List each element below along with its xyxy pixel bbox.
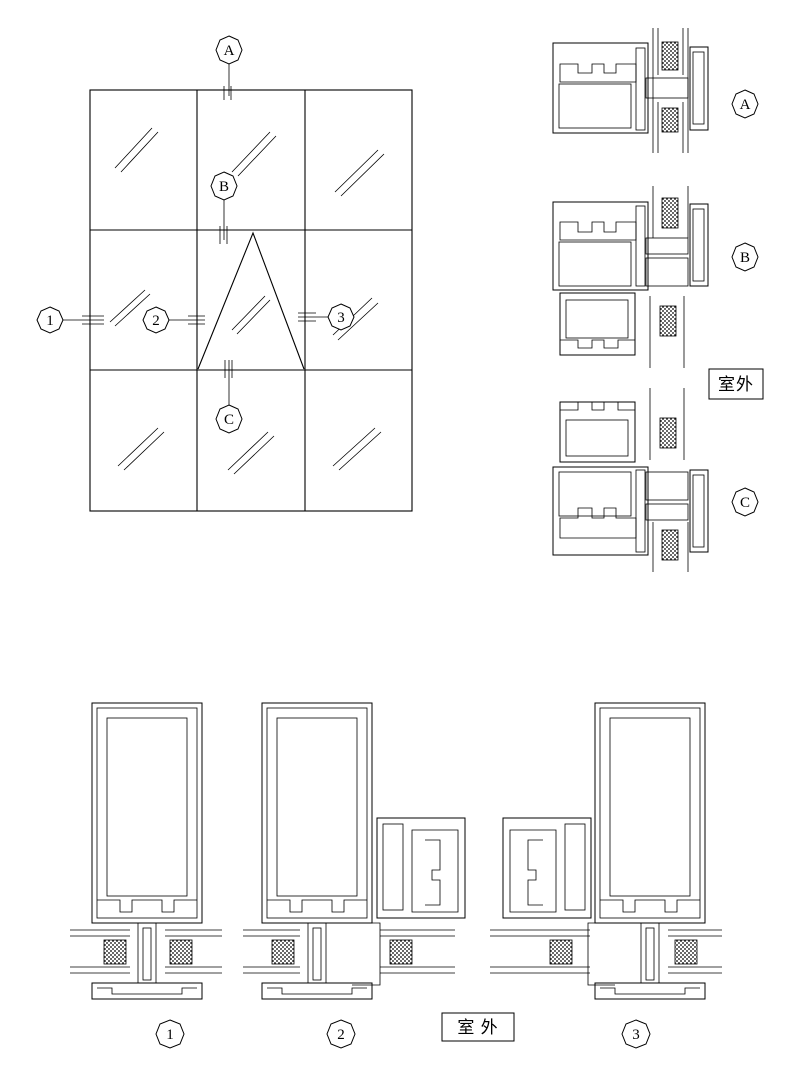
marker-label: C: [224, 412, 234, 428]
octagon-tag: [327, 303, 355, 331]
marker-label: 2: [152, 313, 160, 329]
vertical-section-c: [552, 388, 709, 572]
facade-outline: [89, 89, 413, 512]
label-b: B: [740, 250, 750, 266]
exterior-label: 室外: [718, 375, 754, 394]
horizontal-section-label-2: 2: [326, 1019, 356, 1049]
marker-label: A: [224, 43, 235, 59]
vertical-section-label-c: C: [731, 487, 759, 517]
horizontal-section-3: [490, 702, 722, 1000]
marker-label: 1: [46, 313, 54, 329]
label-a: A: [740, 97, 751, 113]
section-marker-a[interactable]: A: [215, 35, 243, 100]
label-1: 1: [166, 1027, 174, 1043]
label-2: 2: [337, 1027, 345, 1043]
label-3: 3: [632, 1027, 640, 1043]
section-marker-1[interactable]: 1: [36, 306, 104, 334]
section-marker-3[interactable]: 3: [298, 303, 355, 331]
section-marker-b[interactable]: B: [210, 171, 238, 244]
section-marker-2[interactable]: 2: [142, 306, 205, 334]
horizontal-section-label-3: 3: [621, 1019, 651, 1049]
vertical-section-label-b: B: [731, 242, 759, 272]
vertical-section-a: [552, 28, 709, 153]
horizontal-section-1: [70, 702, 222, 1000]
octagon-tag: [215, 404, 243, 434]
octagon-tag: [142, 306, 170, 334]
vertical-section-b: [552, 186, 709, 368]
glass-hatch-marks: [109, 127, 385, 475]
facade-elevation: A B C 1: [36, 35, 413, 512]
horizontal-section-2: [243, 702, 466, 1000]
horizontal-section-label-1: 1: [155, 1019, 185, 1049]
marker-label: B: [219, 179, 229, 195]
marker-label: 3: [337, 310, 345, 326]
octagon-tag: [36, 306, 64, 334]
exterior-note-horizontal: 室 外: [441, 1012, 515, 1042]
exterior-note-vertical: 室外: [708, 368, 764, 400]
section-marker-c[interactable]: C: [215, 360, 243, 434]
vent-opening-triangle: [197, 231, 305, 370]
exterior-label: 室 外: [457, 1018, 498, 1037]
label-c: C: [740, 495, 750, 511]
vertical-section-label-a: A: [731, 89, 759, 119]
